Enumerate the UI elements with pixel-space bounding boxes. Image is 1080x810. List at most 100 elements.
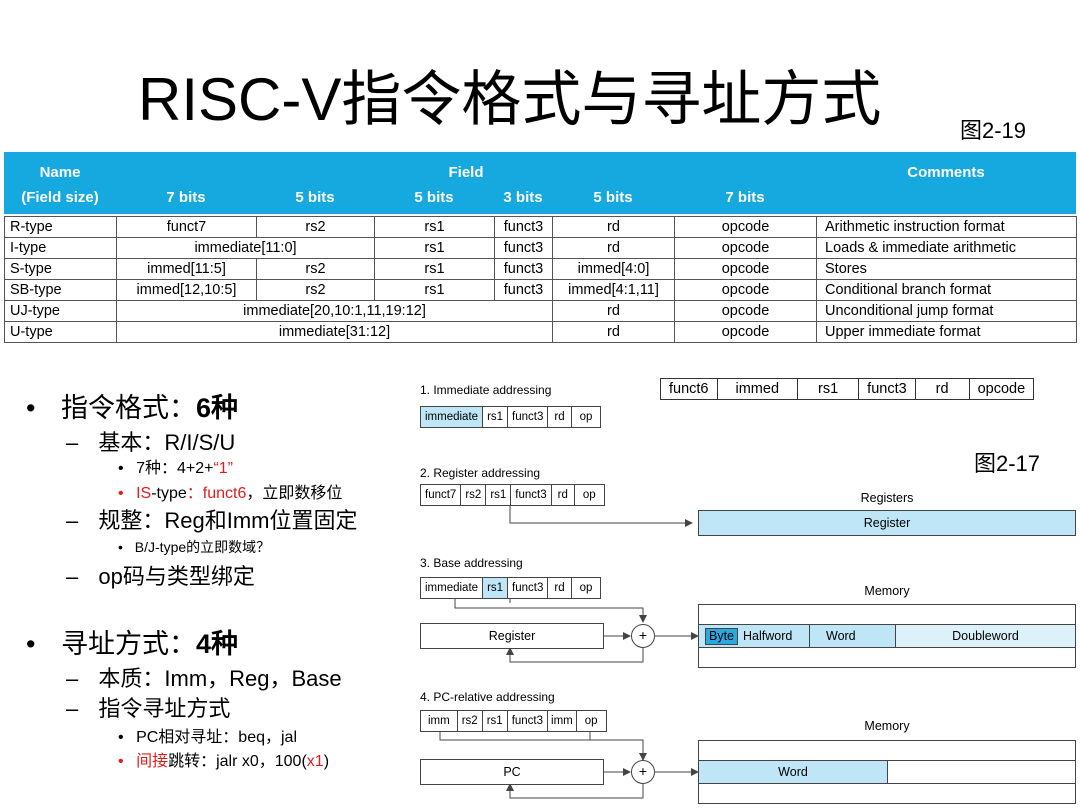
- sub-text: 指令寻址方式: [98, 696, 231, 721]
- field-cell: rd: [914, 378, 970, 400]
- slide-title: RISC-V指令格式与寻址方式: [138, 66, 882, 133]
- dash: –: [66, 430, 79, 455]
- field-cell: rs2: [256, 258, 375, 280]
- base-addressing-label: 3. Base addressing: [420, 556, 523, 570]
- header-bits-5: 5 bits: [593, 189, 633, 206]
- doubleword-cell: Doubleword: [896, 624, 1076, 648]
- header-bits-2: 5 bits: [295, 189, 335, 206]
- field-cell: op: [571, 406, 602, 428]
- memory-row: Word: [698, 760, 1076, 784]
- sub-text: 规整：Reg和Imm位置固定: [98, 508, 358, 533]
- register-format-fields: funct7 rs2 rs1 funct3 rd op: [420, 484, 605, 506]
- pc-relative-label: 4. PC-relative addressing: [420, 690, 555, 704]
- field-cell: funct6: [660, 378, 718, 400]
- field-cell: opcode: [674, 237, 817, 259]
- field-cell: opcode: [968, 378, 1035, 400]
- subsub-7-kinds: • 7种：4+2+“1”: [118, 459, 233, 479]
- field-cell: funct3: [511, 484, 552, 506]
- subsub-text: ，立即数移位: [246, 485, 343, 502]
- field-cell: immediate[31:12]: [116, 321, 553, 343]
- field-cell: funct3: [508, 577, 549, 599]
- figure-ref-2-17: 图2-17: [974, 451, 1041, 476]
- row-comment: Upper immediate format: [816, 321, 1077, 343]
- register-target-box: Register: [698, 510, 1076, 536]
- subsub-text: PC相对寻址：beq，jal: [136, 729, 297, 746]
- registers-caption: Registers: [860, 491, 914, 505]
- subsub-text: 7种：4+2+: [136, 460, 214, 477]
- subsub-indirect-jump: • 间接跳转：jalr x0，100(x1): [118, 752, 329, 772]
- subsub-is-type: • IS-type：funct6，立即数移位: [118, 484, 342, 504]
- pc-relative-format-fields: imm rs2 rs1 funct3 imm op: [420, 710, 607, 732]
- field-cell: rs1: [483, 406, 509, 428]
- field-cell: opcode: [674, 300, 817, 322]
- adder-icon: +: [631, 624, 655, 648]
- sub-essence: – 本质：Imm，Reg，Base: [66, 666, 342, 692]
- sub-text: op码与类型绑定: [98, 564, 255, 589]
- field-cell: immediate[11:0]: [116, 237, 375, 259]
- sub-text: 基本：R/I/S/U: [98, 430, 236, 455]
- bullet-instruction-formats: • 指令格式：6种: [26, 392, 238, 424]
- table-row: U-type immediate[31:12] rd opcode Upper …: [4, 321, 1077, 343]
- field-cell: immediate: [420, 406, 484, 428]
- bullet-dot: •: [118, 460, 124, 477]
- header-field-size: (Field size): [21, 189, 99, 206]
- header-comments: Comments: [907, 164, 985, 181]
- word-cell: Word: [810, 624, 896, 648]
- bullet-addressing-modes: • 寻址方式：4种: [26, 628, 238, 660]
- field-cell: immed[11:5]: [116, 258, 257, 280]
- field-cell: op: [574, 484, 605, 506]
- byte-cell: Byte: [705, 627, 739, 645]
- memory-caption: Memory: [864, 719, 910, 733]
- header-bits-1: 7 bits: [166, 189, 206, 206]
- bullet-dot: •: [118, 539, 123, 555]
- subsub-text: B/J-type的立即数域？: [134, 539, 271, 555]
- table-row: funct6 immed rs1 funct3 rd opcode: [660, 378, 1035, 400]
- dash: –: [66, 564, 79, 589]
- halfword-label: Halfword: [743, 629, 793, 643]
- field-cell: immediate: [420, 577, 484, 599]
- sub-instruction-addressing: – 指令寻址方式: [66, 696, 230, 722]
- format-table: R-type funct7 rs2 rs1 funct3 rd opcode A…: [4, 216, 1077, 343]
- funct6-format-table: funct6 immed rs1 funct3 rd opcode: [660, 378, 1035, 400]
- sub-text: 本质：Imm，Reg，Base: [98, 666, 342, 691]
- field-cell: funct3: [858, 378, 916, 400]
- field-cell: immed: [716, 378, 799, 400]
- row-comment: Conditional branch format: [816, 279, 1077, 301]
- header-bits-4: 3 bits: [503, 189, 543, 206]
- field-cell: rs1: [483, 577, 509, 599]
- bullet-dot: •: [118, 729, 124, 746]
- field-cell: immediate[20,10:1,11,19:12]: [116, 300, 553, 322]
- field-cell: rs2: [457, 710, 483, 732]
- bullet-dot: •: [26, 629, 36, 659]
- base-format-fields: immediate rs1 funct3 rd op: [420, 577, 602, 599]
- field-cell: funct3: [508, 406, 549, 428]
- bullet-dot: •: [118, 485, 124, 502]
- bullet-dot: •: [118, 753, 124, 770]
- field-cell: rs1: [797, 378, 860, 400]
- dash: –: [66, 508, 79, 533]
- bullet-text: 6种: [195, 393, 238, 423]
- row-name: U-type: [4, 321, 117, 343]
- table-row: I-type immediate[11:0] rs1 funct3 rd opc…: [4, 237, 1077, 259]
- subsub-bj-type: • B/J-type的立即数域？: [118, 538, 270, 556]
- field-cell: rs1: [482, 710, 508, 732]
- bullet-dot: •: [26, 393, 36, 423]
- field-cell: rd: [552, 321, 675, 343]
- header-name: Name: [39, 164, 81, 181]
- subsub-text: -type: [151, 485, 187, 502]
- field-cell: imm: [420, 710, 458, 732]
- subsub-text-red: “1”: [213, 460, 234, 477]
- field-cell: rd: [551, 484, 575, 506]
- word-cell: Word: [698, 760, 888, 784]
- field-cell: rd: [548, 406, 572, 428]
- sub-basic: – 基本：R/I/S/U: [66, 430, 235, 456]
- immediate-addressing-label: 1. Immediate addressing: [420, 383, 552, 397]
- field-cell: op: [576, 710, 607, 732]
- base-register-box: Register: [420, 623, 604, 649]
- register-addressing-label: 2. Register addressing: [420, 466, 541, 480]
- field-cell: rs1: [486, 484, 512, 506]
- field-cell: rs1: [374, 258, 495, 280]
- adder-icon: +: [631, 760, 655, 784]
- bullet-text: 寻址方式：: [60, 629, 196, 659]
